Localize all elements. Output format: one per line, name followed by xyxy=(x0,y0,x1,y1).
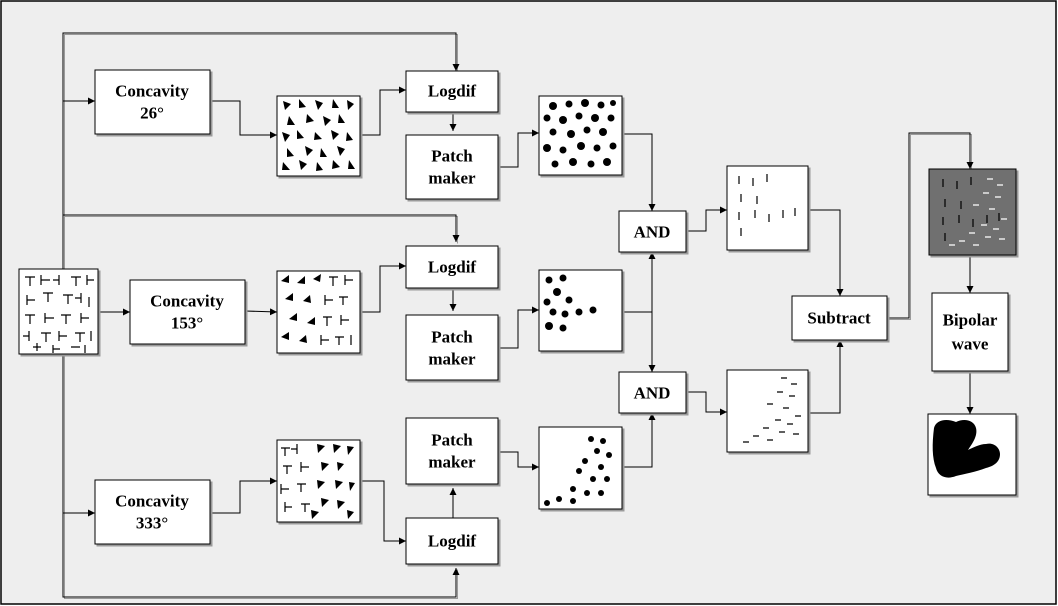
t-pattern-texture-icon xyxy=(23,275,94,353)
box-patch-maker-top-line2: maker xyxy=(428,169,476,188)
vertical-dashes-icon xyxy=(738,174,796,236)
box-and-bot-label: AND xyxy=(634,384,671,403)
box-concavity-153-line1: Concavity xyxy=(150,292,224,311)
box-patch-maker-mid-line1: Patch xyxy=(431,328,473,347)
mixed-t-triangle-texture-icon xyxy=(280,444,355,519)
thumb-patch-bot-output xyxy=(538,426,623,510)
connector-input-down xyxy=(64,355,458,599)
connector-top-bypass xyxy=(64,34,458,271)
box-concavity-26: Concavity 26° xyxy=(94,69,211,135)
segmented-blob-icon xyxy=(932,420,1000,478)
thumb-subtract-output xyxy=(928,168,1017,256)
horizontal-dashes-icon xyxy=(743,377,801,443)
box-patch-maker-bot-line2: maker xyxy=(428,453,476,472)
connector-hdash-to-subtract xyxy=(808,340,844,414)
connector-blobtop-to-and xyxy=(622,133,656,211)
box-logdif-top-label: Logdif xyxy=(428,82,477,101)
box-concavity-333: Concavity 333° xyxy=(94,479,211,545)
connector-input-down xyxy=(62,354,460,598)
box-concavity-333-line2: 333° xyxy=(136,514,168,533)
box-patch-maker-bot-line1: Patch xyxy=(431,431,473,450)
box-and-top: AND xyxy=(618,210,687,253)
box-concavity-26-line2: 26° xyxy=(140,104,164,123)
box-patch-maker-bot: Patch maker xyxy=(405,417,499,485)
box-logdif-mid: Logdif xyxy=(405,245,499,289)
thumb-bipolar-output xyxy=(927,413,1017,496)
box-patch-maker-top-line1: Patch xyxy=(431,147,473,166)
box-bipolar-wave: Bipolar wave xyxy=(931,292,1009,372)
box-and-bot: AND xyxy=(618,371,687,414)
connector-patch-bot-to-thumb xyxy=(498,451,539,471)
thumb-concavity-333-output xyxy=(276,439,361,523)
thumb-and-bot-output xyxy=(726,369,809,453)
dark-mixed-dashes-icon xyxy=(942,177,1007,246)
box-patch-maker-mid: Patch maker xyxy=(405,314,499,381)
connector-subtract-to-dark xyxy=(888,134,972,320)
connector-conc333-to-thumb xyxy=(210,477,277,514)
thumb-patch-mid-output xyxy=(538,269,623,352)
thumb-input-texture xyxy=(18,268,99,355)
box-and-top-label: AND xyxy=(634,223,671,242)
triangle-texture-icon xyxy=(282,99,355,171)
thumb-concavity-153-output xyxy=(276,270,361,354)
box-concavity-153: Concavity 153° xyxy=(129,279,246,345)
connector-and-top-to-thumb xyxy=(686,206,727,232)
blob-dots-icon xyxy=(543,99,617,168)
connectors xyxy=(62,32,974,599)
connector-top-bypass xyxy=(62,32,460,269)
box-logdif-mid-label: Logdif xyxy=(428,258,477,277)
connector-vdash-to-subtract xyxy=(808,209,844,296)
connector-thumb333-to-logdif xyxy=(360,480,406,545)
box-logdif-top: Logdif xyxy=(405,70,499,113)
box-concavity-333-line1: Concavity xyxy=(115,492,189,511)
connector-mid-bypass xyxy=(63,214,460,242)
thumb-and-top-output xyxy=(726,165,809,251)
connector-conc26-to-thumb xyxy=(210,100,277,139)
mixed-triangle-t-texture-icon xyxy=(281,274,353,345)
box-patch-maker-mid-line2: maker xyxy=(428,350,476,369)
connector-thumb153-to-logdif xyxy=(360,262,406,313)
connector-patch-mid-to-thumb xyxy=(498,306,539,349)
connector-subtract-to-dark xyxy=(887,132,974,319)
connector-conc153-to-thumb xyxy=(244,308,278,316)
box-subtract: Subtract xyxy=(791,295,888,341)
box-bipolar-wave-line1: Bipolar xyxy=(943,311,998,330)
box-patch-maker-top: Patch maker xyxy=(405,134,499,200)
box-bipolar-wave-line2: wave xyxy=(952,335,989,354)
connector-and-bot-to-thumb xyxy=(686,391,727,416)
thumb-patch-top-output xyxy=(538,95,623,176)
connector-thumb26-to-logdif xyxy=(360,86,406,136)
thumb-concavity-26-output xyxy=(276,95,361,177)
connector-patch-top-to-thumb xyxy=(498,129,539,168)
blob-dots-icon xyxy=(544,436,612,506)
box-logdif-bot-label: Logdif xyxy=(428,532,477,551)
blob-dots-icon xyxy=(543,274,597,332)
box-subtract-label: Subtract xyxy=(807,309,871,328)
box-concavity-153-line2: 153° xyxy=(171,314,203,333)
box-concavity-26-line1: Concavity xyxy=(115,82,189,101)
connector-mid-bypass xyxy=(64,216,458,244)
connector-blobbot-to-and xyxy=(622,413,656,468)
box-logdif-bot: Logdif xyxy=(405,517,499,565)
